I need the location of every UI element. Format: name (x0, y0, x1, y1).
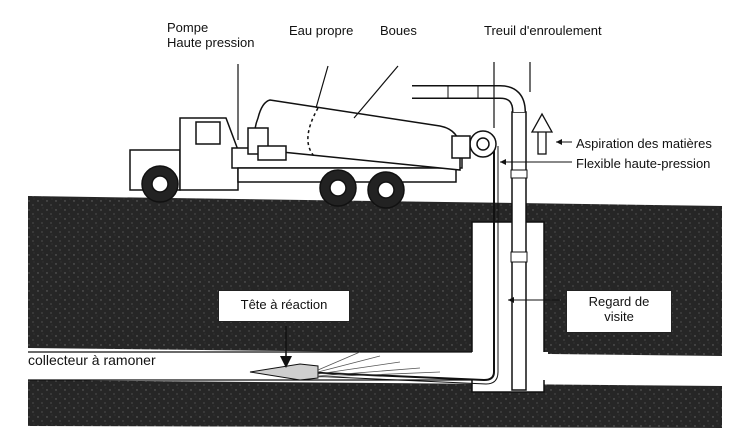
ground-upper (28, 196, 722, 356)
aspiration-arrow (530, 112, 554, 155)
label-tete-reaction: Tête à réaction (218, 290, 350, 322)
label-flexible: Flexible haute-pression (576, 156, 711, 171)
suction-pipe (511, 111, 527, 391)
label-regard-line2: visite (604, 309, 634, 324)
label-boues: Boues (380, 23, 417, 38)
leader-eau (315, 65, 329, 109)
label-pompe: Pompe Haute pression (167, 20, 254, 50)
label-treuil: Treuil d'enroulement (484, 23, 602, 38)
label-pompe-line1: Pompe (167, 20, 209, 35)
high-pressure-hose (299, 146, 495, 382)
leader-boues (353, 65, 399, 119)
label-regard-line1: Regard de (588, 294, 650, 309)
label-aspiration: Aspiration des matières (576, 136, 712, 151)
label-collecteur: collecteur à ramoner (28, 352, 156, 368)
ground-lower (28, 380, 722, 428)
label-pompe-line2: Haute pression (167, 35, 255, 50)
label-regard: Regard de visite (566, 290, 672, 333)
truck (129, 99, 497, 209)
label-eau-propre: Eau propre (289, 23, 354, 38)
